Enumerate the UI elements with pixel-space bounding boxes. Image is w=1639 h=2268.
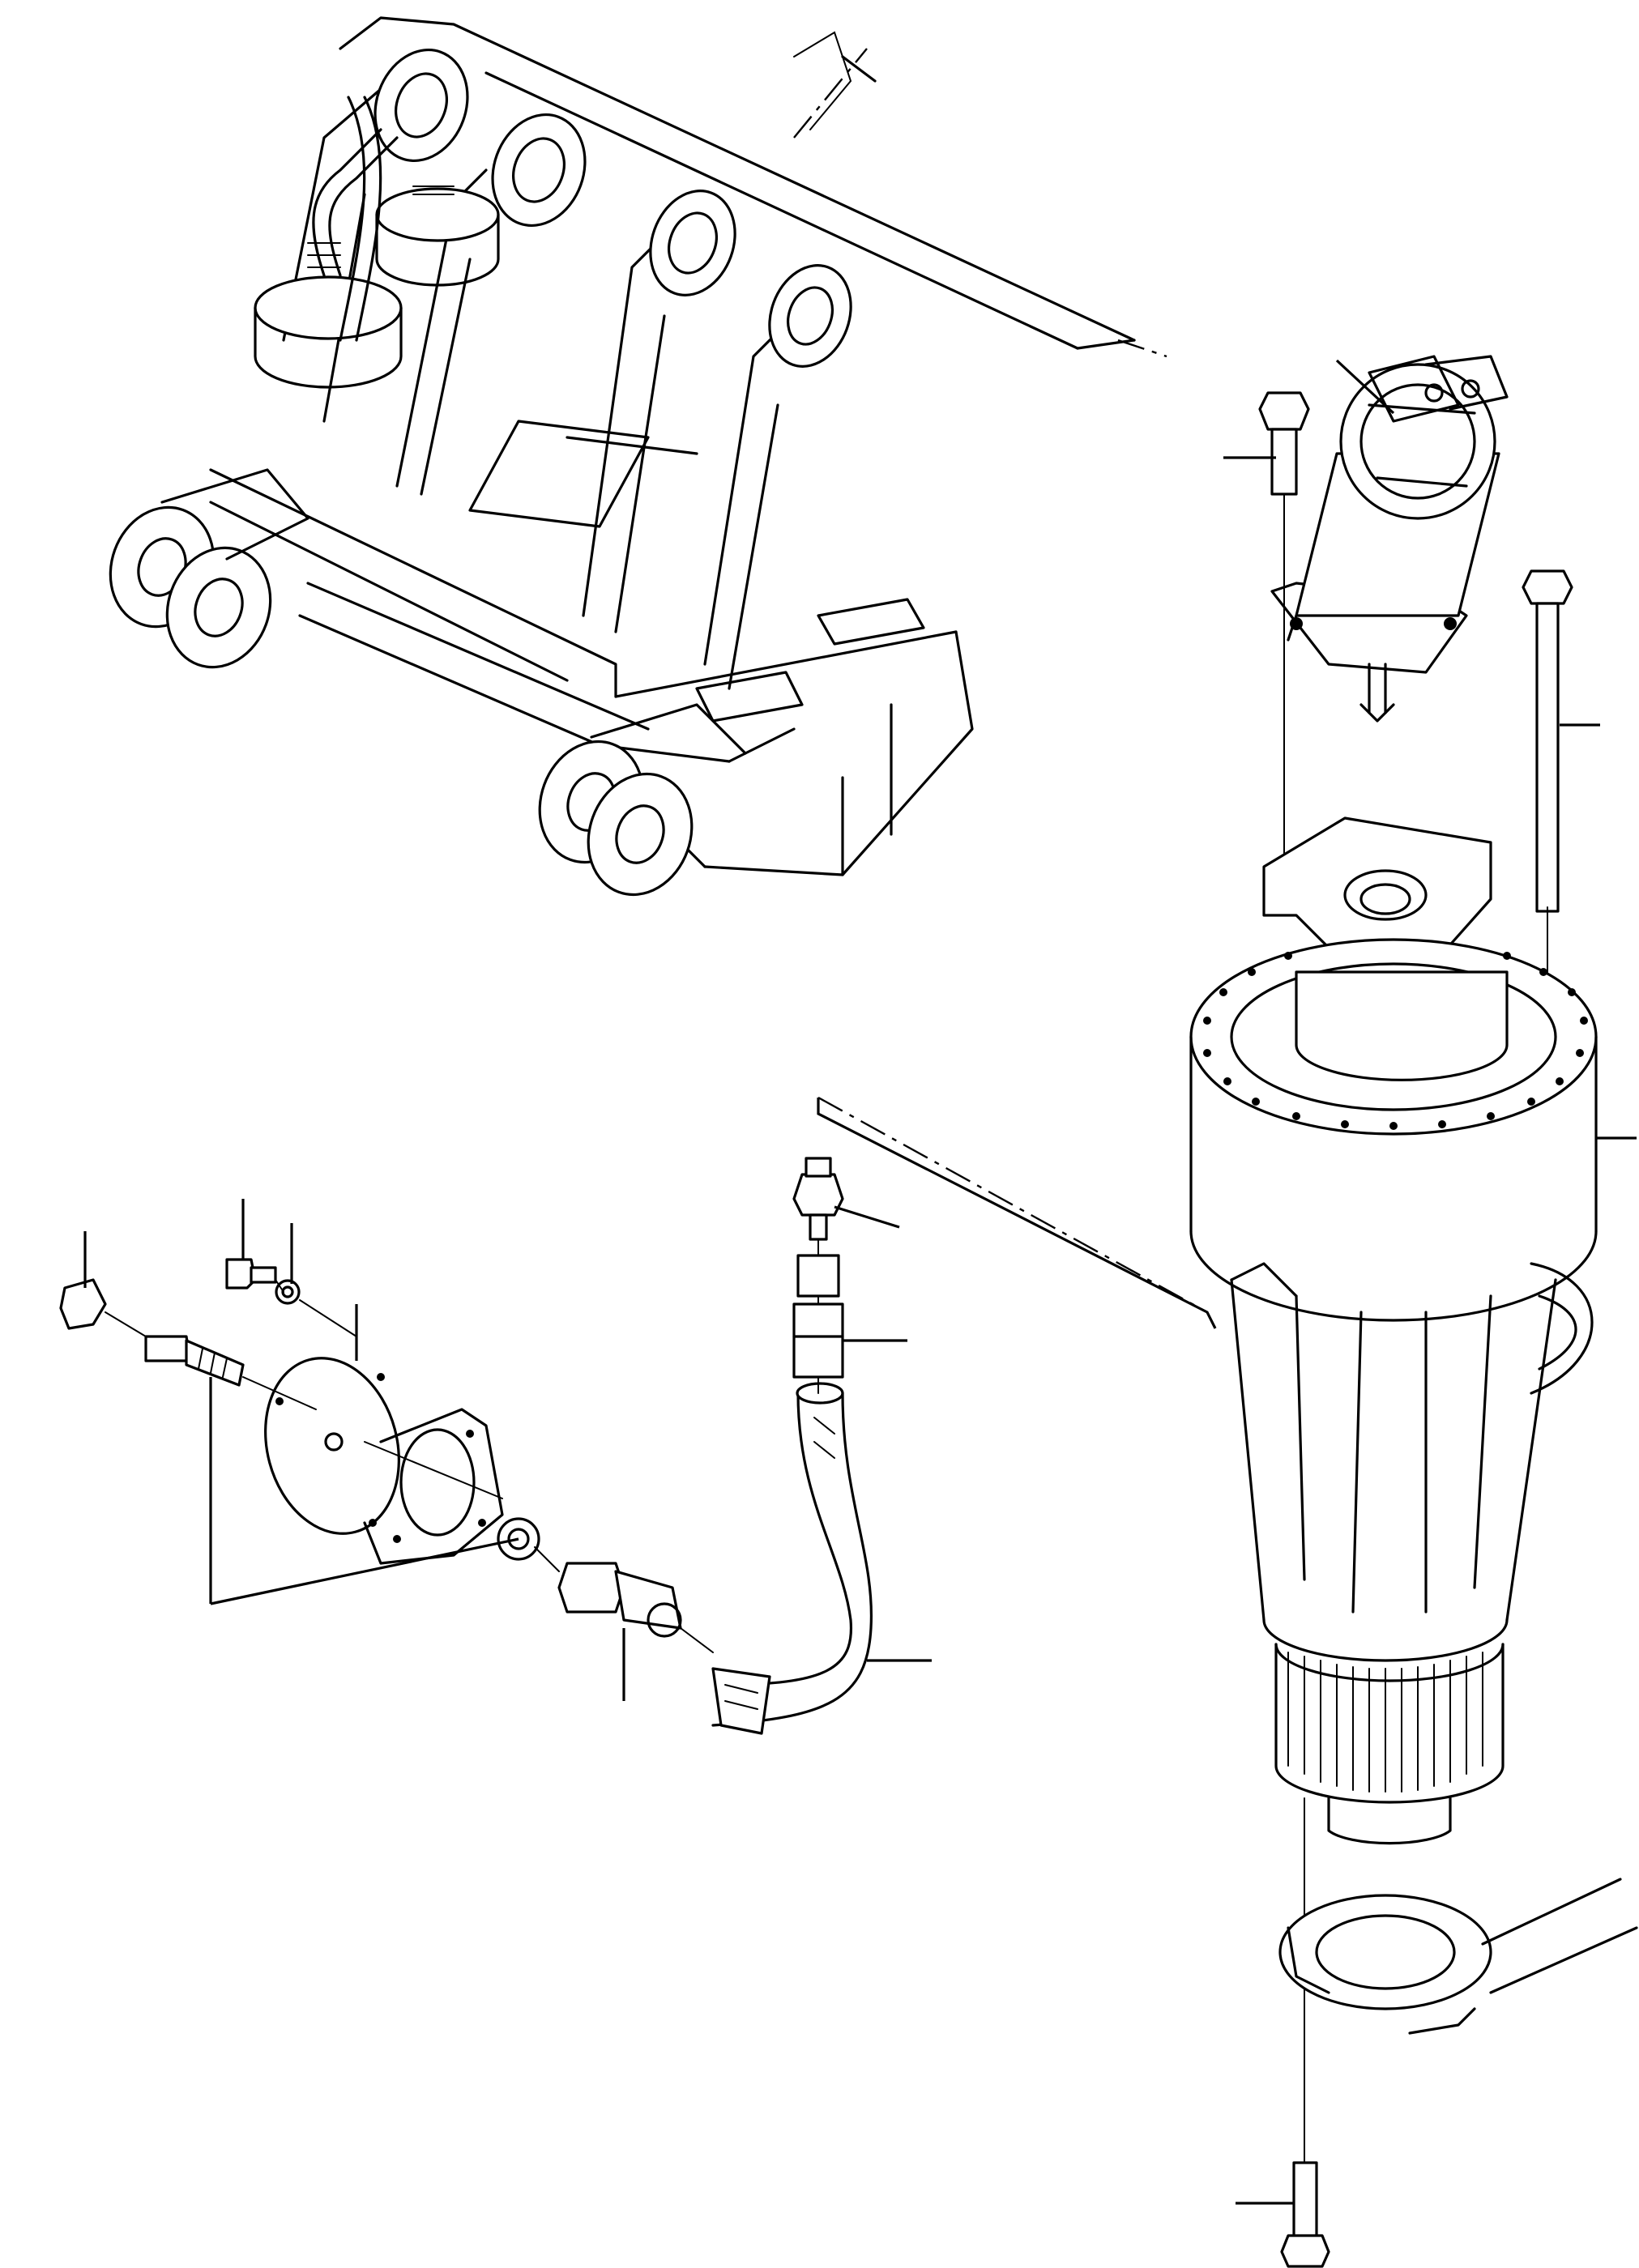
- callout-5: [817, 1098, 1217, 1329]
- slew-motor: [1270, 355, 1509, 723]
- top-bolt: [1258, 391, 1310, 496]
- bottom-bolt: [1280, 2161, 1330, 2268]
- machine-frame: [109, 16, 1167, 897]
- callout-leaders: [83, 359, 1637, 2205]
- gearbox-housing: [1189, 816, 1598, 1845]
- small-parts: [59, 1258, 504, 1565]
- hose-assembly: [497, 1157, 873, 1735]
- bolt-circle: [1203, 952, 1588, 1130]
- callout-1: [1335, 359, 1395, 415]
- tie-rod: [1522, 569, 1573, 913]
- explode-line-left: [105, 1279, 714, 1653]
- bottom-ring: [1278, 1878, 1638, 2035]
- callout-13: [209, 1377, 519, 1605]
- callout-5b: [834, 1205, 900, 1229]
- hose-route-line: [817, 1096, 1208, 1314]
